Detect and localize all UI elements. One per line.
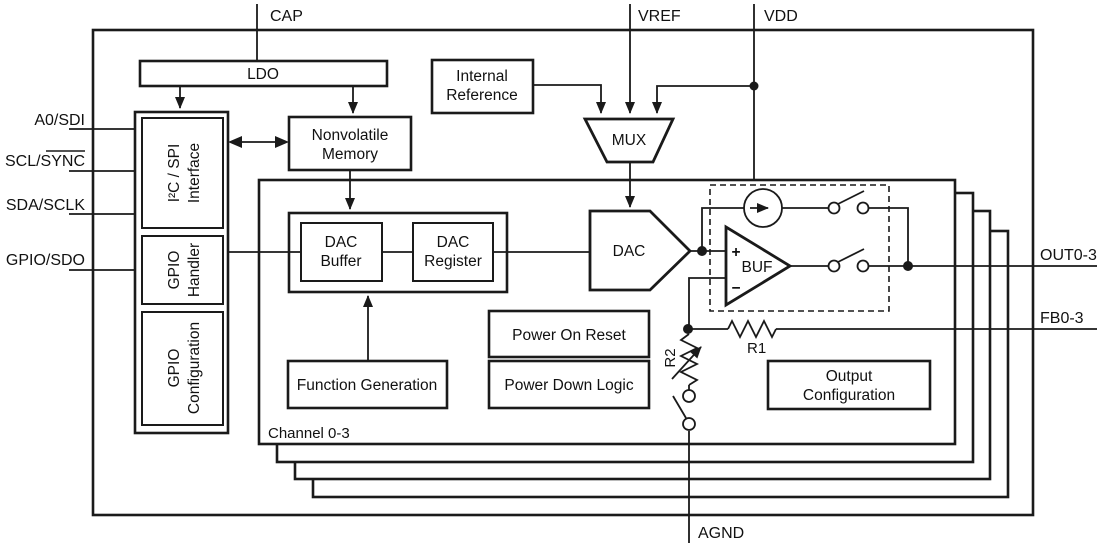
cap-pin-label: CAP (270, 8, 303, 25)
dac-register-block (412, 222, 494, 282)
gpio-handler-label-2: Handler (186, 243, 203, 297)
fb-junction-dot (683, 324, 693, 334)
current-source-icon (743, 188, 783, 228)
nvm-label-1: Nonvolatile (312, 127, 389, 144)
gpio-configuration-label-1: GPIO (166, 349, 183, 388)
gpio-handler-label-1: GPIO (166, 251, 183, 290)
power-down-logic-block (487, 359, 651, 410)
i2c-spi-interface-block (141, 117, 224, 229)
top-switch-contact-right (856, 201, 870, 215)
a0-sdi-pin-label: A0/SDI (34, 112, 85, 129)
bidir-arrowhead-right (275, 136, 289, 148)
dac-buffer-label-1: DAC (325, 234, 358, 251)
dac-register-label-2: Register (424, 253, 482, 270)
buf-minus-label: − (731, 280, 740, 297)
mux-label: MUX (612, 132, 647, 149)
mux-block (582, 117, 676, 164)
agnd-pin-label: AGND (698, 525, 744, 542)
bottom-switch-contact-right (856, 259, 870, 273)
dac-buffer-label-2: Buffer (320, 253, 361, 270)
fb-pin-label: FB0-3 (1040, 310, 1084, 327)
vdd-junction-dot (749, 81, 759, 91)
internal-reference-label-1: Internal (456, 68, 508, 85)
internal-reference-label-2: Reference (446, 87, 518, 104)
dac-block (588, 209, 692, 292)
ground-switch-icon (672, 389, 696, 431)
channel-label: Channel 0-3 (268, 425, 350, 442)
dac-buffer-block (300, 222, 383, 282)
buf-label: BUF (742, 259, 773, 276)
top-switch-to-out-wire (868, 207, 909, 266)
ground-switch-lever (672, 395, 687, 419)
ldo-label: LDO (247, 66, 279, 83)
sda-sclk-pin-label: SDA/SCLK (6, 197, 85, 214)
output-configuration-label-2: Configuration (803, 387, 895, 404)
gpio-configuration-block (141, 311, 224, 426)
ground-switch-contact-top (682, 389, 696, 403)
r2-label: R2 (662, 348, 679, 367)
vdd-to-mux-wire (652, 85, 754, 114)
dac-label: DAC (613, 243, 646, 260)
top-switch-contact-left (827, 201, 841, 215)
bottom-switch-icon (827, 248, 870, 273)
power-down-logic-label: Power Down Logic (504, 377, 633, 394)
gpio-handler-block (141, 235, 224, 305)
bidir-arrowhead-left (228, 136, 242, 148)
i2c-spi-interface-label-1: I²C / SPI (166, 144, 183, 203)
vdd-pin-label: VDD (764, 8, 798, 25)
resistor-r1 (727, 318, 777, 340)
out-pin-label: OUT0-3 (1040, 247, 1097, 264)
top-switch-lever (837, 190, 865, 205)
internal-reference-to-mux-wire (533, 84, 606, 114)
bottom-switch-lever (837, 248, 865, 263)
power-on-reset-block (487, 309, 651, 359)
scl-sync-pin-label: SCL/SYNC (5, 153, 85, 170)
i2c-spi-interface-label-2: Interface (186, 143, 203, 203)
top-switch-icon (827, 190, 870, 215)
r1-label: R1 (747, 340, 766, 357)
buf-plus-label: + (731, 244, 740, 261)
interface-nvm-bidirectional-arrow (228, 136, 289, 148)
gpio-sdo-pin-label: GPIO/SDO (6, 252, 85, 269)
buf-feedback-wire (688, 277, 726, 329)
dac-register-label-1: DAC (437, 234, 470, 251)
dac-output-junction-dot (697, 246, 707, 256)
output-configuration-block (766, 359, 932, 411)
ldo-block (138, 59, 389, 88)
buf-amplifier (724, 224, 793, 308)
internal-reference-block (430, 58, 535, 115)
ground-switch-contact-bottom (682, 417, 696, 431)
bottom-switch-contact-left (827, 259, 841, 273)
dac-to-current-source-wire (701, 207, 744, 251)
nvm-label-2: Memory (322, 146, 378, 163)
out-junction-dot (903, 261, 913, 271)
r2-variable-arrow (671, 346, 702, 380)
output-configuration-label-1: Output (826, 368, 873, 385)
power-on-reset-label: Power On Reset (512, 327, 626, 344)
vref-pin-label: VREF (638, 8, 681, 25)
function-generation-block (286, 359, 449, 410)
output-stage-dashed-box (709, 184, 890, 312)
function-generation-label: Function Generation (297, 377, 437, 394)
gpio-configuration-label-2: Configuration (186, 322, 203, 414)
